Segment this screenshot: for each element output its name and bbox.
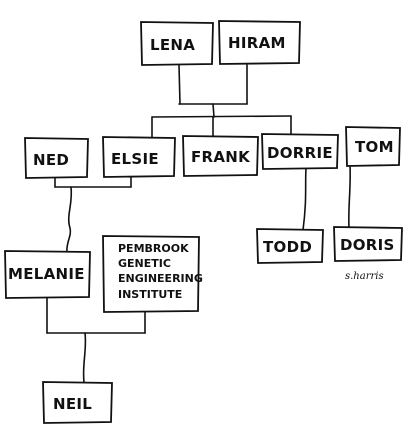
name-elsie: ELSIE (111, 150, 159, 168)
connector-siblings-bar (151, 115, 292, 118)
artist-signature: s.harris (345, 271, 384, 282)
name-melanie: MELANIE (8, 265, 85, 283)
connector-dorrie-down (302, 167, 307, 231)
box-hiram: HIRAM (218, 20, 301, 65)
box-institute: PEMBROOK GENETIC ENGINEERING INSTITUTE (102, 235, 203, 313)
box-lena: LENA (140, 21, 214, 66)
name-lena: LENA (150, 36, 195, 54)
box-todd: TODD (256, 228, 324, 264)
name-tom: TOM (355, 138, 394, 156)
box-ned: NED (24, 137, 89, 179)
box-elsie: ELSIE (102, 136, 176, 178)
connector-lena-down (178, 64, 181, 105)
connector-parents-trunk (212, 103, 215, 118)
institute-line-3: ENGINEERING (118, 272, 203, 285)
connector-neil-trunk (82, 332, 87, 383)
name-ned: NED (33, 151, 69, 169)
box-doris: DORIS (333, 226, 403, 262)
box-melanie: MELANIE (4, 250, 91, 299)
box-tom: TOM (345, 126, 401, 167)
institute-line-1: PEMBROOK (118, 242, 189, 255)
name-hiram: HIRAM (228, 34, 286, 52)
name-doris: DORIS (340, 236, 395, 254)
institute-line-2: GENETIC (118, 257, 171, 270)
name-dorrie: DORRIE (267, 144, 333, 162)
box-frank: FRANK (182, 135, 259, 177)
name-neil: NEIL (53, 395, 92, 413)
name-todd: TODD (263, 238, 312, 256)
name-frank: FRANK (191, 148, 251, 166)
box-neil: NEIL (42, 381, 113, 424)
connector-melanie-trunk (66, 186, 73, 253)
connector-tom-down (347, 164, 352, 229)
box-dorrie: DORRIE (261, 133, 339, 170)
institute-line-4: INSTITUTE (118, 288, 182, 301)
tree-connectors (46, 64, 352, 383)
